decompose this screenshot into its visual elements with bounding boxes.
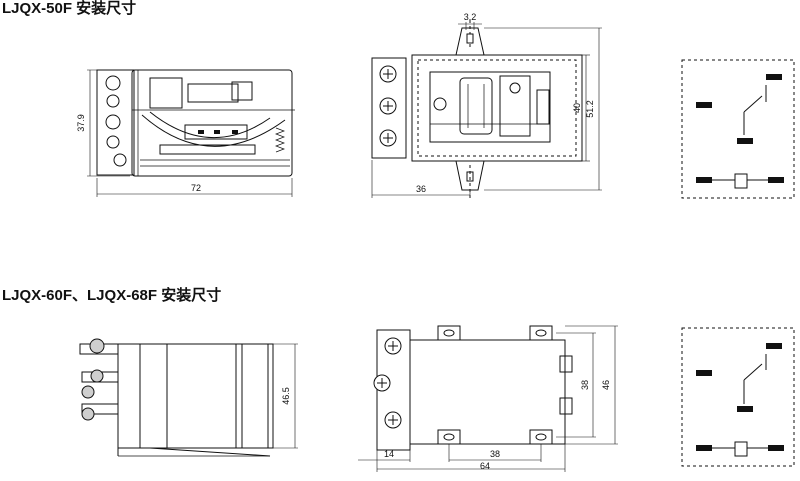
dim-overall-height-60f: 46: [601, 380, 611, 390]
dim-side-length-50f: 72: [191, 183, 201, 193]
dim-terminal-width-60f: 14: [384, 449, 394, 459]
dim-overall-height-50f: 51.2: [585, 100, 595, 118]
dim-body-height-50f: 40: [572, 103, 582, 113]
schematic-symbol-60f: [681, 327, 795, 467]
dim-overall-length-60f: 64: [480, 461, 490, 471]
dim-side-height-50f: 37.9: [76, 114, 86, 132]
schematic-symbol-50f: [681, 59, 795, 199]
dim-hole-spacing-v-60f: 38: [580, 380, 590, 390]
dim-terminal-offset-50f: 36: [416, 184, 426, 194]
section-title-50f: LJQX-50F 安装尺寸: [2, 0, 137, 17]
dim-hole-dia-50f: 3.2: [464, 12, 477, 22]
top-view-50f: 3.2 40 51.2 36: [371, 12, 602, 200]
side-view-50f: 37.9 72: [76, 69, 295, 197]
section-title-60f-68f: LJQX-60F、LJQX-68F 安装尺寸: [2, 287, 222, 304]
side-view-60f: 46.5: [79, 338, 298, 457]
dim-hole-spacing-h-60f: 38: [490, 449, 500, 459]
dim-side-height-60f: 46.5: [281, 387, 291, 405]
top-view-60f: 38 46 14 38 64: [358, 325, 618, 472]
